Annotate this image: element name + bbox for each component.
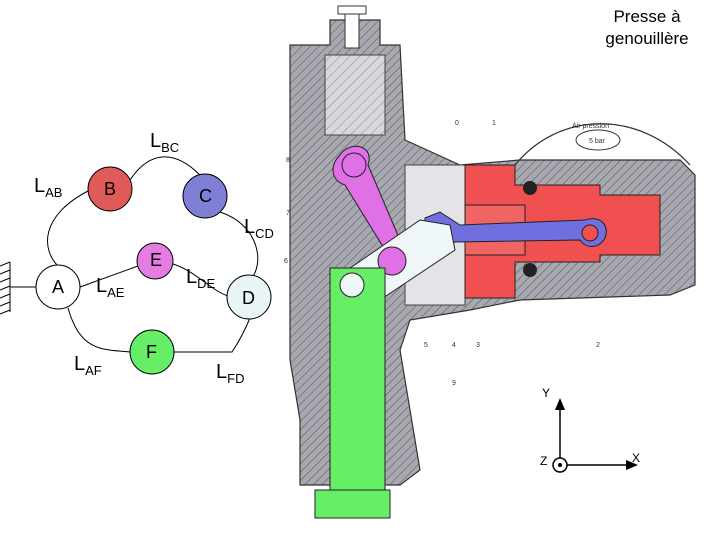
svg-text:5: 5 bbox=[424, 342, 428, 349]
piston-red-seal-top bbox=[523, 181, 537, 195]
label-laf: LAF bbox=[74, 353, 102, 378]
liaison-graph: A B C D E F LAB LBC LCD LAE LDE LAF LFD bbox=[0, 130, 274, 386]
lever-magenta-pivot bbox=[341, 152, 367, 178]
slide-green-pivot bbox=[339, 272, 365, 298]
svg-text:1: 1 bbox=[492, 120, 496, 127]
svg-text:7: 7 bbox=[286, 210, 290, 217]
link-de bbox=[169, 262, 229, 297]
node-c-label: C bbox=[199, 186, 212, 206]
pressure-gauge bbox=[575, 129, 621, 151]
link-fd bbox=[172, 317, 251, 353]
svg-text:0: 0 bbox=[455, 120, 459, 127]
node-c bbox=[182, 173, 228, 219]
link-ab bbox=[47, 189, 91, 269]
press-drawing: 5 bar Air pression 0 1 8 7 6 5 4 3 2 bbox=[284, 5, 696, 519]
axis-z-label: Z bbox=[540, 454, 547, 468]
slide-green bbox=[329, 267, 386, 499]
svg-text:2: 2 bbox=[596, 342, 600, 349]
svg-text:9: 9 bbox=[452, 380, 456, 387]
node-f bbox=[129, 329, 175, 375]
axis-x-label: X bbox=[632, 451, 640, 465]
label-lae: LAE bbox=[96, 275, 125, 300]
part-numbers: 0 1 8 7 6 5 4 3 2 9 bbox=[284, 120, 600, 387]
link-cd bbox=[219, 211, 259, 281]
link-bc bbox=[129, 156, 201, 181]
node-e bbox=[136, 242, 174, 280]
annotation-text: Air pression bbox=[572, 123, 609, 130]
node-b bbox=[87, 166, 133, 212]
air-hose bbox=[514, 123, 691, 166]
slide-green-foot bbox=[314, 489, 391, 519]
piston-red-seal-bot bbox=[523, 263, 537, 277]
label-lab: LAB bbox=[34, 175, 62, 200]
pressure-text: 5 bar bbox=[589, 138, 606, 145]
node-b-label: B bbox=[104, 179, 116, 199]
ground-symbol bbox=[0, 261, 36, 315]
top-screw-head bbox=[337, 5, 367, 15]
label-lfd: LFD bbox=[216, 361, 244, 386]
link-af bbox=[67, 307, 133, 353]
svg-text:8: 8 bbox=[286, 157, 290, 164]
node-a bbox=[35, 264, 81, 310]
label-lbc: LBC bbox=[150, 130, 179, 155]
svg-text:4: 4 bbox=[452, 342, 456, 349]
axis-triad: Y Z X bbox=[540, 386, 640, 473]
node-f-label: F bbox=[146, 342, 157, 362]
node-a-label: A bbox=[52, 277, 64, 297]
svg-text:6: 6 bbox=[284, 258, 288, 265]
node-e-label: E bbox=[150, 250, 162, 270]
svg-text:3: 3 bbox=[476, 342, 480, 349]
label-lcd: LCD bbox=[244, 216, 274, 241]
label-lde: LDE bbox=[186, 266, 216, 291]
page-title: Presse à genouillère bbox=[605, 7, 689, 48]
body-cavity bbox=[324, 54, 386, 136]
node-d-label: D bbox=[242, 288, 255, 308]
rod-blue bbox=[424, 211, 607, 251]
link-ae bbox=[79, 265, 139, 288]
node-d bbox=[226, 274, 272, 320]
rod-blue-hole bbox=[581, 224, 599, 242]
axis-y-label: Y bbox=[542, 386, 550, 400]
